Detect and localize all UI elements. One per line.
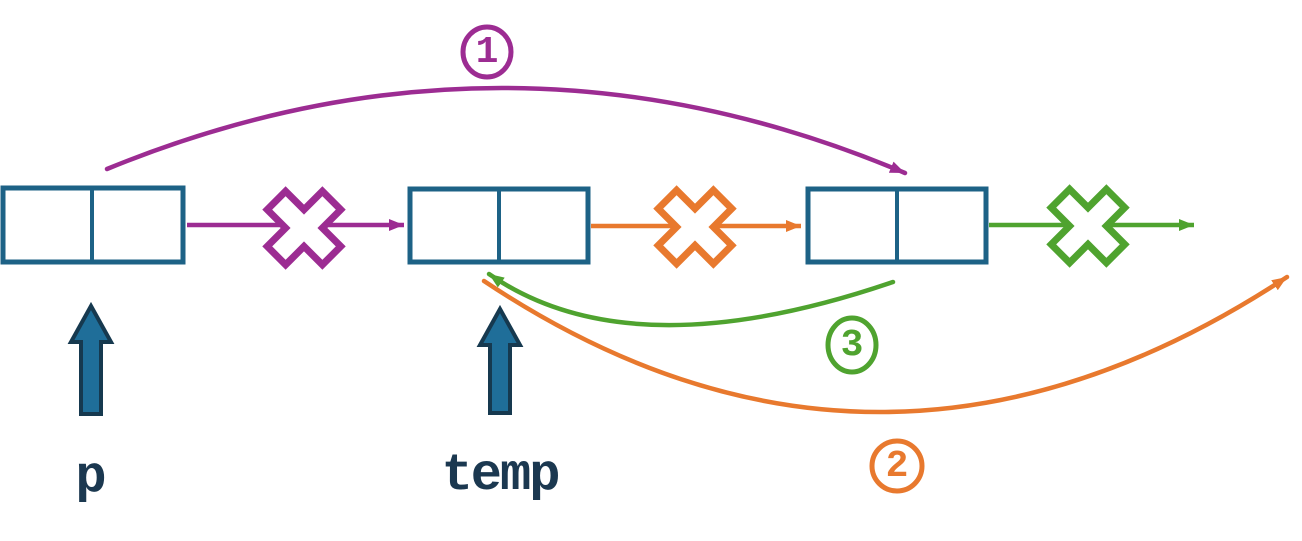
temp-pointer-arrow xyxy=(476,304,524,415)
step2-badge-number: 2 xyxy=(885,445,909,488)
step3-badge-circle xyxy=(825,315,879,375)
step1-badge-circle xyxy=(460,24,514,80)
x-mark-purple-icon xyxy=(262,186,346,270)
node-3 xyxy=(805,186,989,265)
node-1 xyxy=(0,185,186,265)
step3-badge-number: 3 xyxy=(840,324,864,367)
step2-curved-arrow xyxy=(481,274,1290,415)
step1-badge-number: 1 xyxy=(475,31,499,74)
x-mark-orange-icon xyxy=(653,185,737,269)
node-2 xyxy=(407,186,591,265)
step2-badge-circle xyxy=(869,438,925,494)
p-pointer-arrow xyxy=(67,301,115,416)
step3-curved-arrow xyxy=(486,271,896,328)
temp-label: temp xyxy=(441,446,561,505)
step1-curved-arrow xyxy=(104,85,908,176)
x-mark-green-icon xyxy=(1046,184,1130,268)
p-label: p xyxy=(75,448,106,507)
